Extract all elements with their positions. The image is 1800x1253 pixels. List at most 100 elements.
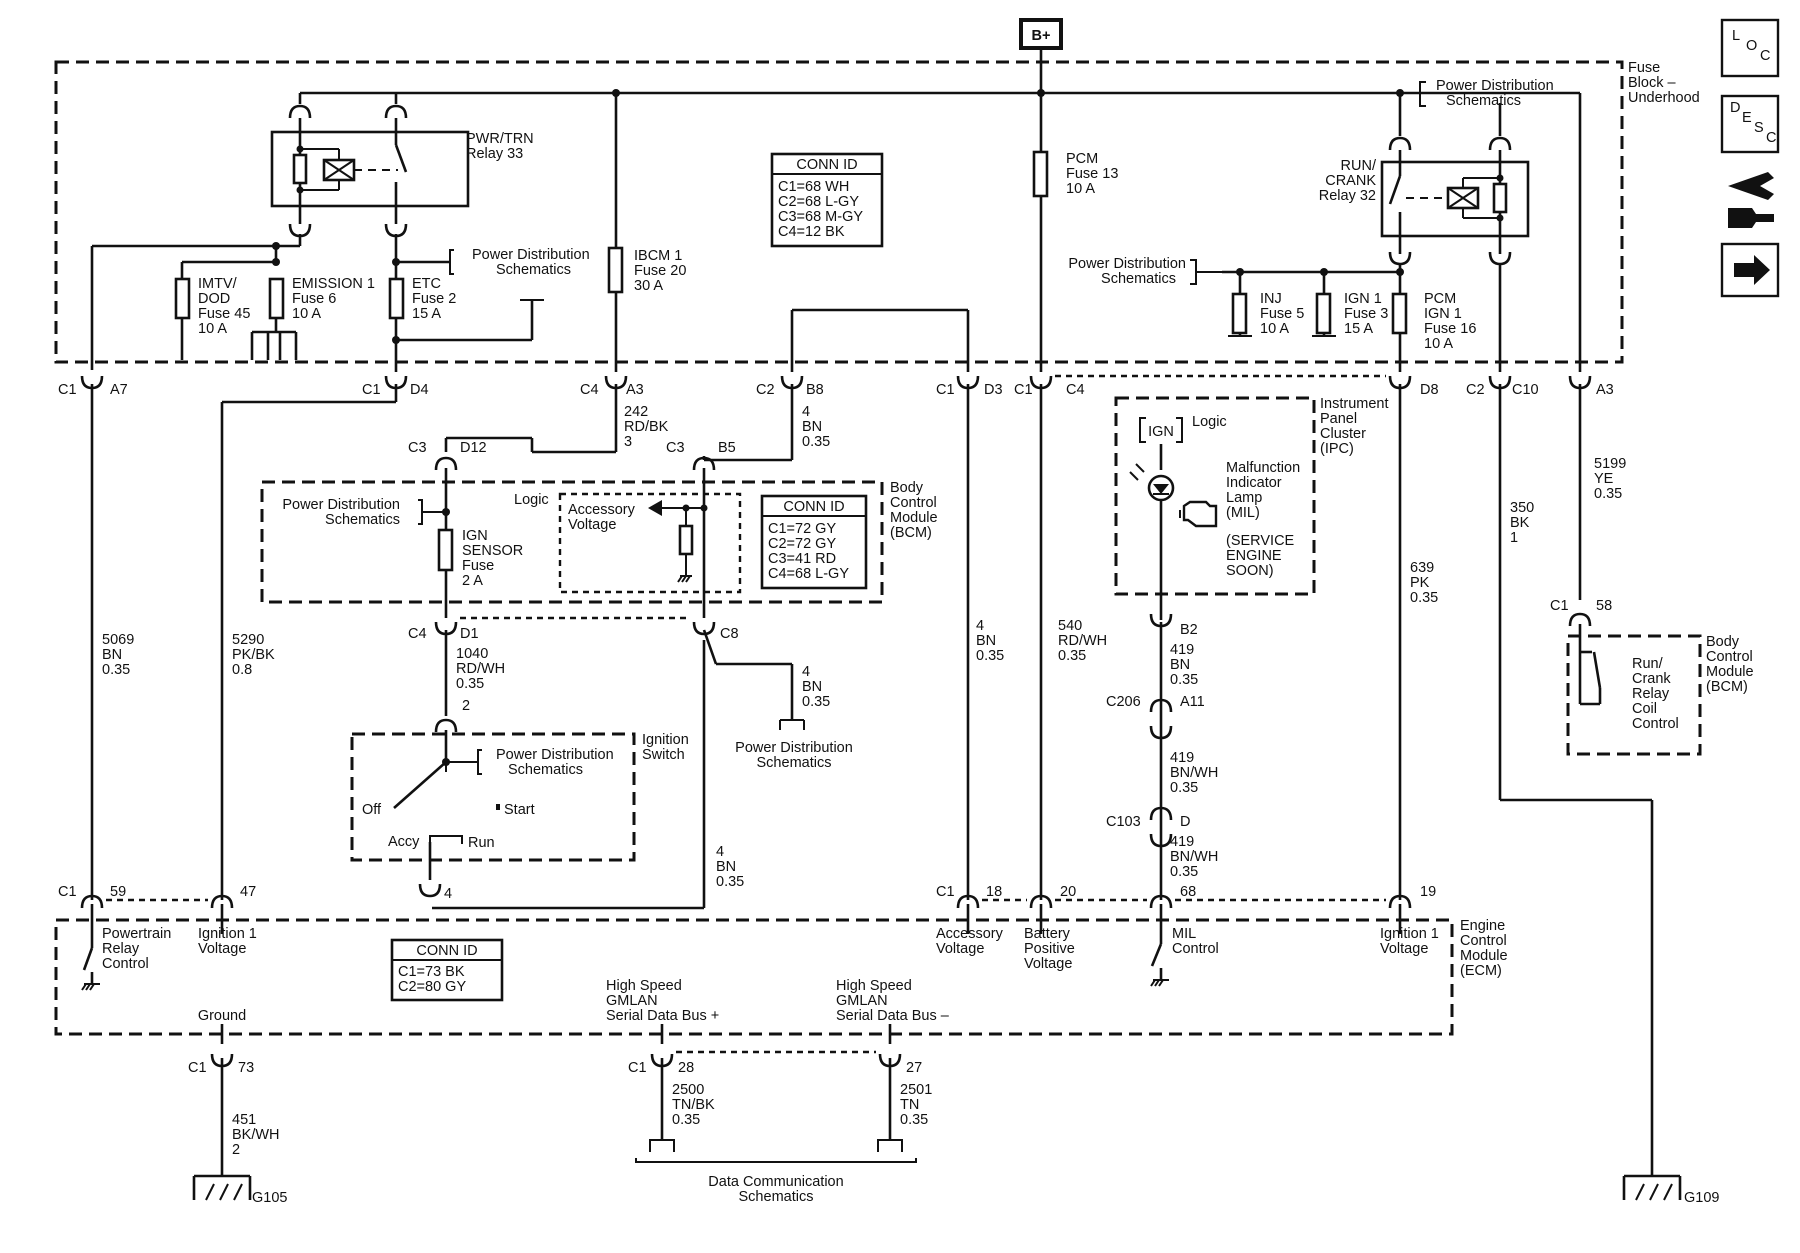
ignition-switch-border [350,732,636,862]
svg-text:S: S [1754,120,1764,136]
mil-harness: B2 419 BN 0.35 C206 A11 419 BN/WH 0.35 C… [1106,612,1218,900]
svg-text:B8: B8 [806,382,824,398]
svg-text:Relay 33: Relay 33 [466,146,523,162]
svg-text:C10: C10 [1512,382,1539,398]
svg-text:Positive: Positive [1024,941,1075,957]
svg-text:4: 4 [802,664,810,680]
svg-text:BN: BN [802,419,822,435]
svg-text:Schematics: Schematics [508,762,583,778]
svg-text:0.35: 0.35 [1058,648,1086,664]
relay32-output-fuses: Power Distribution Schematics INJ Fuse 5… [1068,256,1476,372]
svg-text:Fuse: Fuse [1628,60,1660,76]
svg-text:BN: BN [102,647,122,663]
svg-text:PK/BK: PK/BK [232,647,275,663]
svg-text:Serial Data Bus –: Serial Data Bus – [836,1008,950,1024]
svg-text:D1: D1 [460,626,479,642]
svg-text:10 A: 10 A [1260,321,1289,337]
svg-text:YE: YE [1594,471,1614,487]
svg-text:0.35: 0.35 [1410,590,1438,606]
svg-text:10 A: 10 A [198,321,227,337]
svg-text:SENSOR: SENSOR [462,543,523,559]
svg-text:350: 350 [1510,500,1534,516]
svg-text:Start: Start [504,802,535,818]
svg-text:47: 47 [240,884,256,900]
svg-text:(BCM): (BCM) [1706,679,1748,695]
svg-text:0.8: 0.8 [232,662,252,678]
next-arrow-button[interactable] [1720,242,1780,298]
svg-text:Power Distribution: Power Distribution [1436,78,1554,94]
svg-text:High Speed: High Speed [836,978,912,994]
svg-text:Module: Module [890,510,938,526]
svg-text:A3: A3 [1596,382,1614,398]
svg-text:0.35: 0.35 [102,662,130,678]
fuse-block-connectors: C1 A7 C1 D4 C4 A3 C2 B8 C1 D3 C1 C4 D8 C… [58,374,1614,398]
svg-text:IMTV/: IMTV/ [198,276,238,292]
ecm-top-connectors: C1 59 47 C1 18 20 68 19 [58,884,1436,934]
svg-text:High Speed: High Speed [606,978,682,994]
svg-text:E: E [1742,110,1752,126]
svg-text:0.35: 0.35 [976,648,1004,664]
svg-text:0.35: 0.35 [1594,486,1622,502]
svg-text:CONN ID: CONN ID [796,157,857,173]
svg-text:Accessory: Accessory [568,502,636,518]
svg-text:C4=68 L-GY: C4=68 L-GY [768,566,849,582]
svg-text:242: 242 [624,404,648,420]
svg-text:RUN/: RUN/ [1341,158,1377,174]
svg-text:27: 27 [906,1060,922,1076]
svg-text:0.35: 0.35 [1170,864,1198,880]
svg-text:Lamp: Lamp [1226,490,1262,506]
svg-text:C1: C1 [936,884,955,900]
svg-text:(SERVICE: (SERVICE [1226,533,1295,549]
svg-text:C1=68 WH: C1=68 WH [778,179,849,195]
svg-text:C2=72 GY: C2=72 GY [768,536,836,552]
svg-text:58: 58 [1596,598,1612,614]
connector-view-icon[interactable] [1728,172,1774,228]
svg-text:Relay 32: Relay 32 [1319,188,1376,204]
svg-text:59: 59 [110,884,126,900]
pcm-fuse-13: PCM Fuse 13 10 A [1032,93,1118,372]
svg-text:Fuse: Fuse [462,558,494,574]
desc-button[interactable]: D E S C [1720,94,1780,154]
wire-242: 242 RD/BK 3 [444,384,669,454]
svg-text:Control: Control [890,495,937,511]
svg-text:10 A: 10 A [292,306,321,322]
svg-text:C3: C3 [408,440,427,456]
conn-id-fuse-block: CONN ID C1=68 WH C2=68 L-GY C3=68 M-GY C… [770,152,884,248]
svg-text:TN: TN [900,1097,919,1113]
svg-text:Instrument: Instrument [1320,396,1389,412]
svg-text:C4: C4 [1066,382,1085,398]
svg-text:MIL: MIL [1172,926,1196,942]
loc-button[interactable]: L O C [1720,18,1780,78]
svg-text:2 A: 2 A [462,573,483,589]
svg-text:Relay: Relay [102,941,140,957]
ground-g105: 451 BK/WH 2 G105 [192,1058,287,1206]
svg-text:Voltage: Voltage [568,517,616,533]
svg-text:Voltage: Voltage [1380,941,1428,957]
svg-text:0.35: 0.35 [900,1112,928,1128]
svg-text:Off: Off [362,802,382,818]
wire-5199: 5199 YE 0.35 [1578,384,1626,600]
svg-text:EMISSION 1: EMISSION 1 [292,276,375,292]
svg-text:PCM: PCM [1066,151,1098,167]
svg-text:15 A: 15 A [412,306,441,322]
svg-text:3: 3 [624,434,632,450]
svg-text:RD/WH: RD/WH [456,661,505,677]
svg-text:2: 2 [232,1142,240,1158]
imtv-fuse [174,277,191,320]
svg-text:Schematics: Schematics [757,755,832,771]
svg-text:4: 4 [802,404,810,420]
svg-text:BN/WH: BN/WH [1170,765,1218,781]
wire-4-bn-b8: 4 BN 0.35 [704,384,830,462]
svg-text:SOON): SOON) [1226,563,1274,579]
fuse-block-border [54,60,1624,364]
svg-text:L: L [1732,28,1740,44]
ecm-internals: Powertrain Relay Control Ignition 1 Volt… [81,926,1439,1024]
svg-text:Battery: Battery [1024,926,1071,942]
svg-text:C1: C1 [936,382,955,398]
svg-text:Power Distribution: Power Distribution [735,740,853,756]
ibcm-fuse-circuit: IBCM 1 Fuse 20 30 A [607,93,686,372]
svg-text:Voltage: Voltage [198,941,246,957]
svg-text:Fuse 45: Fuse 45 [198,306,250,322]
svg-text:D4: D4 [410,382,429,398]
